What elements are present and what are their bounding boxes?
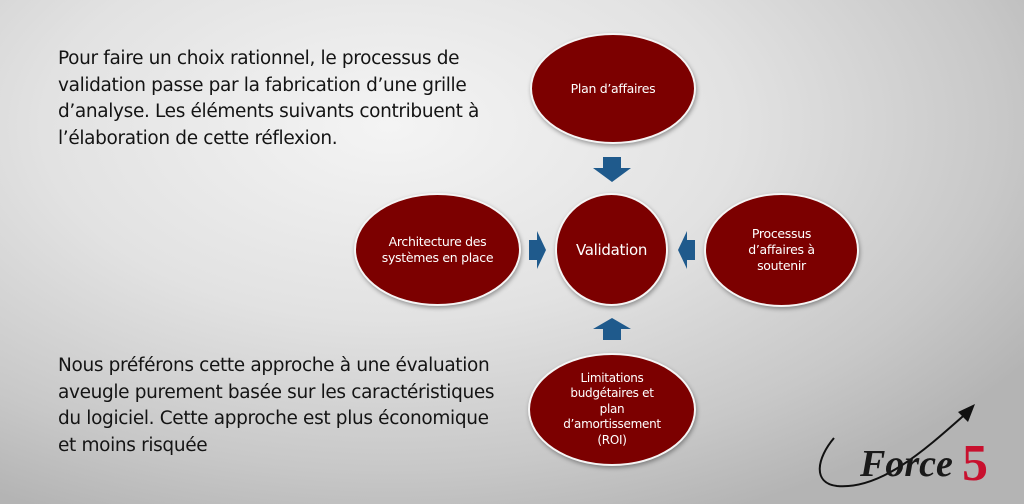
arrow-left-icon [678, 231, 695, 269]
node-processus: Processus d’affaires à soutenir [704, 193, 859, 307]
conclusion-paragraph: Nous préférons cette approche à une éval… [58, 355, 495, 456]
intro-paragraph: Pour faire un choix rationnel, le proces… [58, 48, 480, 149]
node-label: Limitations budgétaires et plan d’amorti… [563, 370, 661, 447]
arrow-up-icon [593, 318, 631, 340]
logo-swoosh-icon: Force 5 [818, 404, 988, 492]
node-plan-affaires: Plan d’affaires [530, 33, 696, 144]
arrow-down-icon [593, 157, 631, 182]
force5-logo: Force 5 [812, 398, 1012, 498]
node-label: Plan d’affaires [570, 80, 656, 96]
arrow-right-icon [529, 231, 546, 269]
node-architecture: Architecture des systèmes en place [354, 193, 521, 306]
node-limitations: Limitations budgétaires et plan d’amorti… [528, 353, 696, 466]
node-label: Processus d’affaires à soutenir [748, 226, 815, 273]
node-validation: Validation [555, 193, 668, 306]
node-label: Validation [575, 240, 648, 259]
logo-number: 5 [962, 435, 988, 492]
logo-word: Force [859, 443, 953, 485]
node-label: Architecture des systèmes en place [381, 233, 494, 265]
